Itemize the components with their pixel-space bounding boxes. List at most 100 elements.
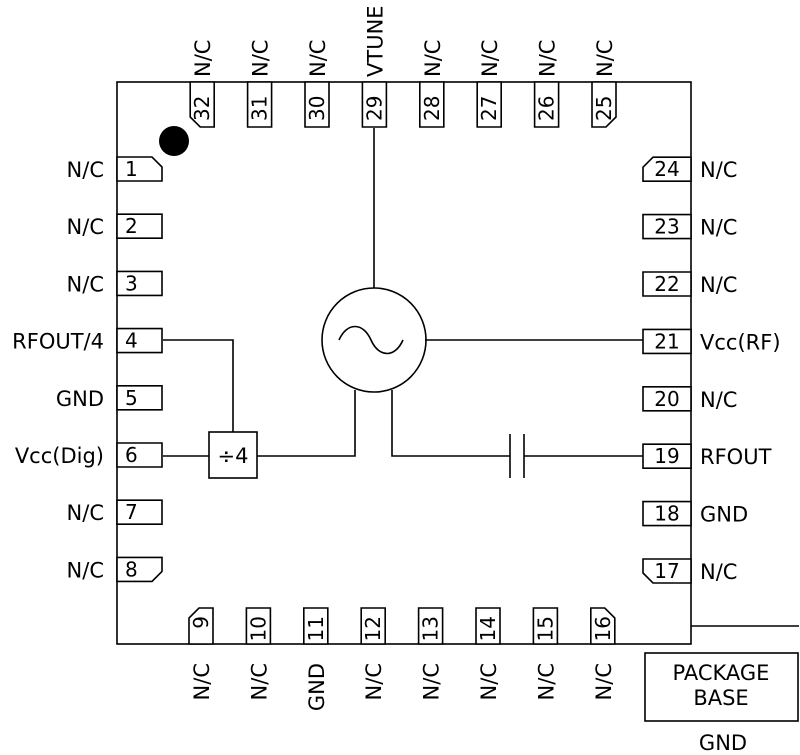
pin-number: 20 [654,387,679,411]
pin-box [475,607,501,645]
pin-number: 26 [535,96,559,121]
pin-number: 9 [189,616,213,629]
pin-16: 16N/C [590,607,616,700]
pin-label: GND [700,503,748,527]
pin-label: Vcc(RF) [700,330,781,354]
pin-label: N/C [362,663,386,700]
capacitor-icon [509,434,525,478]
pin-box [642,386,692,412]
pin-label: N/C [249,40,273,77]
pin-1: 1 N/C [67,156,163,182]
pin-box [303,607,329,645]
pin-number: 16 [591,616,615,641]
pin-box [304,81,330,128]
pin-box [532,607,559,645]
oscillator [321,287,427,393]
pin-label: RFOUT/4 [12,330,104,354]
pin-label: VTUNE [363,5,387,77]
pin1-dot-icon [159,126,189,156]
oscillator-circle [321,287,427,393]
pin-label: GND [305,663,329,711]
pin-15: 15N/C [532,607,559,700]
pin-number: 24 [654,157,679,181]
pin-number: 11 [304,616,328,641]
pin-9: 9N/C [188,607,214,700]
pin-box [642,443,692,469]
pin-box [245,607,272,645]
pin-number: 3 [125,271,138,295]
pin-label: N/C [190,663,214,700]
pin-3: 3N/C [67,270,163,296]
pin-label: N/C [67,158,104,182]
pin-box [642,500,692,527]
pin-box [642,156,692,182]
pin-number: 19 [654,444,679,468]
pin-number: 23 [654,215,679,239]
pin-number: 4 [125,329,138,353]
pin-box [476,81,502,128]
pin-number: 13 [419,616,443,641]
pin-number: 30 [305,96,329,121]
pin-label: N/C [700,560,737,584]
pin-box [642,213,692,240]
pin-label: N/C [536,40,560,77]
pin-number: 12 [361,616,385,641]
package-base-gnd: GND [699,731,747,755]
pin-19: 19 RFOUT [642,443,772,469]
pin-13: 13N/C [417,607,444,700]
pin-12: 12N/C [360,607,386,700]
osc-to-cap-wire [391,390,510,457]
pin-label: N/C [67,501,104,525]
rfout4-wire [163,339,234,432]
package-base: PACKAGE BASE GND [644,625,799,755]
pin-number: 5 [125,386,138,410]
pin-number: 18 [654,502,679,526]
pin-label: N/C [478,40,502,77]
package-base-line1: PACKAGE [673,661,770,685]
pin-label: RFOUT [700,445,772,469]
pin-28: 28 N/C [419,40,445,128]
osc-to-divider-wire [257,390,356,457]
pin-label: N/C [700,216,737,240]
pin-box [642,328,692,355]
pin-label: N/C [420,663,444,700]
pin-21: 21 Vcc(RF) [642,328,781,355]
package-base-box [644,652,799,722]
pin-box [116,499,163,525]
pin-number: 15 [533,616,557,641]
pin-box [419,81,445,128]
pin-label: N/C [67,215,104,239]
pin-box [360,607,386,645]
pin-31: 31 N/C [246,40,273,128]
pin-number: 10 [246,616,270,641]
pin-23: 23 N/C [642,213,737,240]
pin-number: 1 [125,157,138,181]
pin-number: 31 [248,96,272,121]
pin-number: 21 [654,329,679,353]
pin-box [417,607,444,645]
pin-14: 14N/C [475,607,501,700]
pin-label: Vcc(Dig) [15,444,104,468]
pin-label: N/C [67,558,104,582]
pin-box [189,81,215,128]
pin-label: N/C [421,40,445,77]
pin-label: N/C [534,663,558,700]
pin-4: 4 RFOUT/4 [12,327,163,354]
pin-number: 8 [125,557,138,581]
pin-number: 7 [125,500,138,524]
pin-box [361,81,388,128]
pin-number: 28 [420,96,444,121]
pin-32: 32N/C [189,40,215,128]
pin-box [116,156,163,182]
top-pins: 25N/C26N/C27N/C28N/C29VTUNE30N/C31N/C32N… [189,5,617,128]
pin-label: N/C [700,273,737,297]
pin-7: 7 N/C [67,499,163,525]
divider-block: ÷4 [208,431,258,479]
